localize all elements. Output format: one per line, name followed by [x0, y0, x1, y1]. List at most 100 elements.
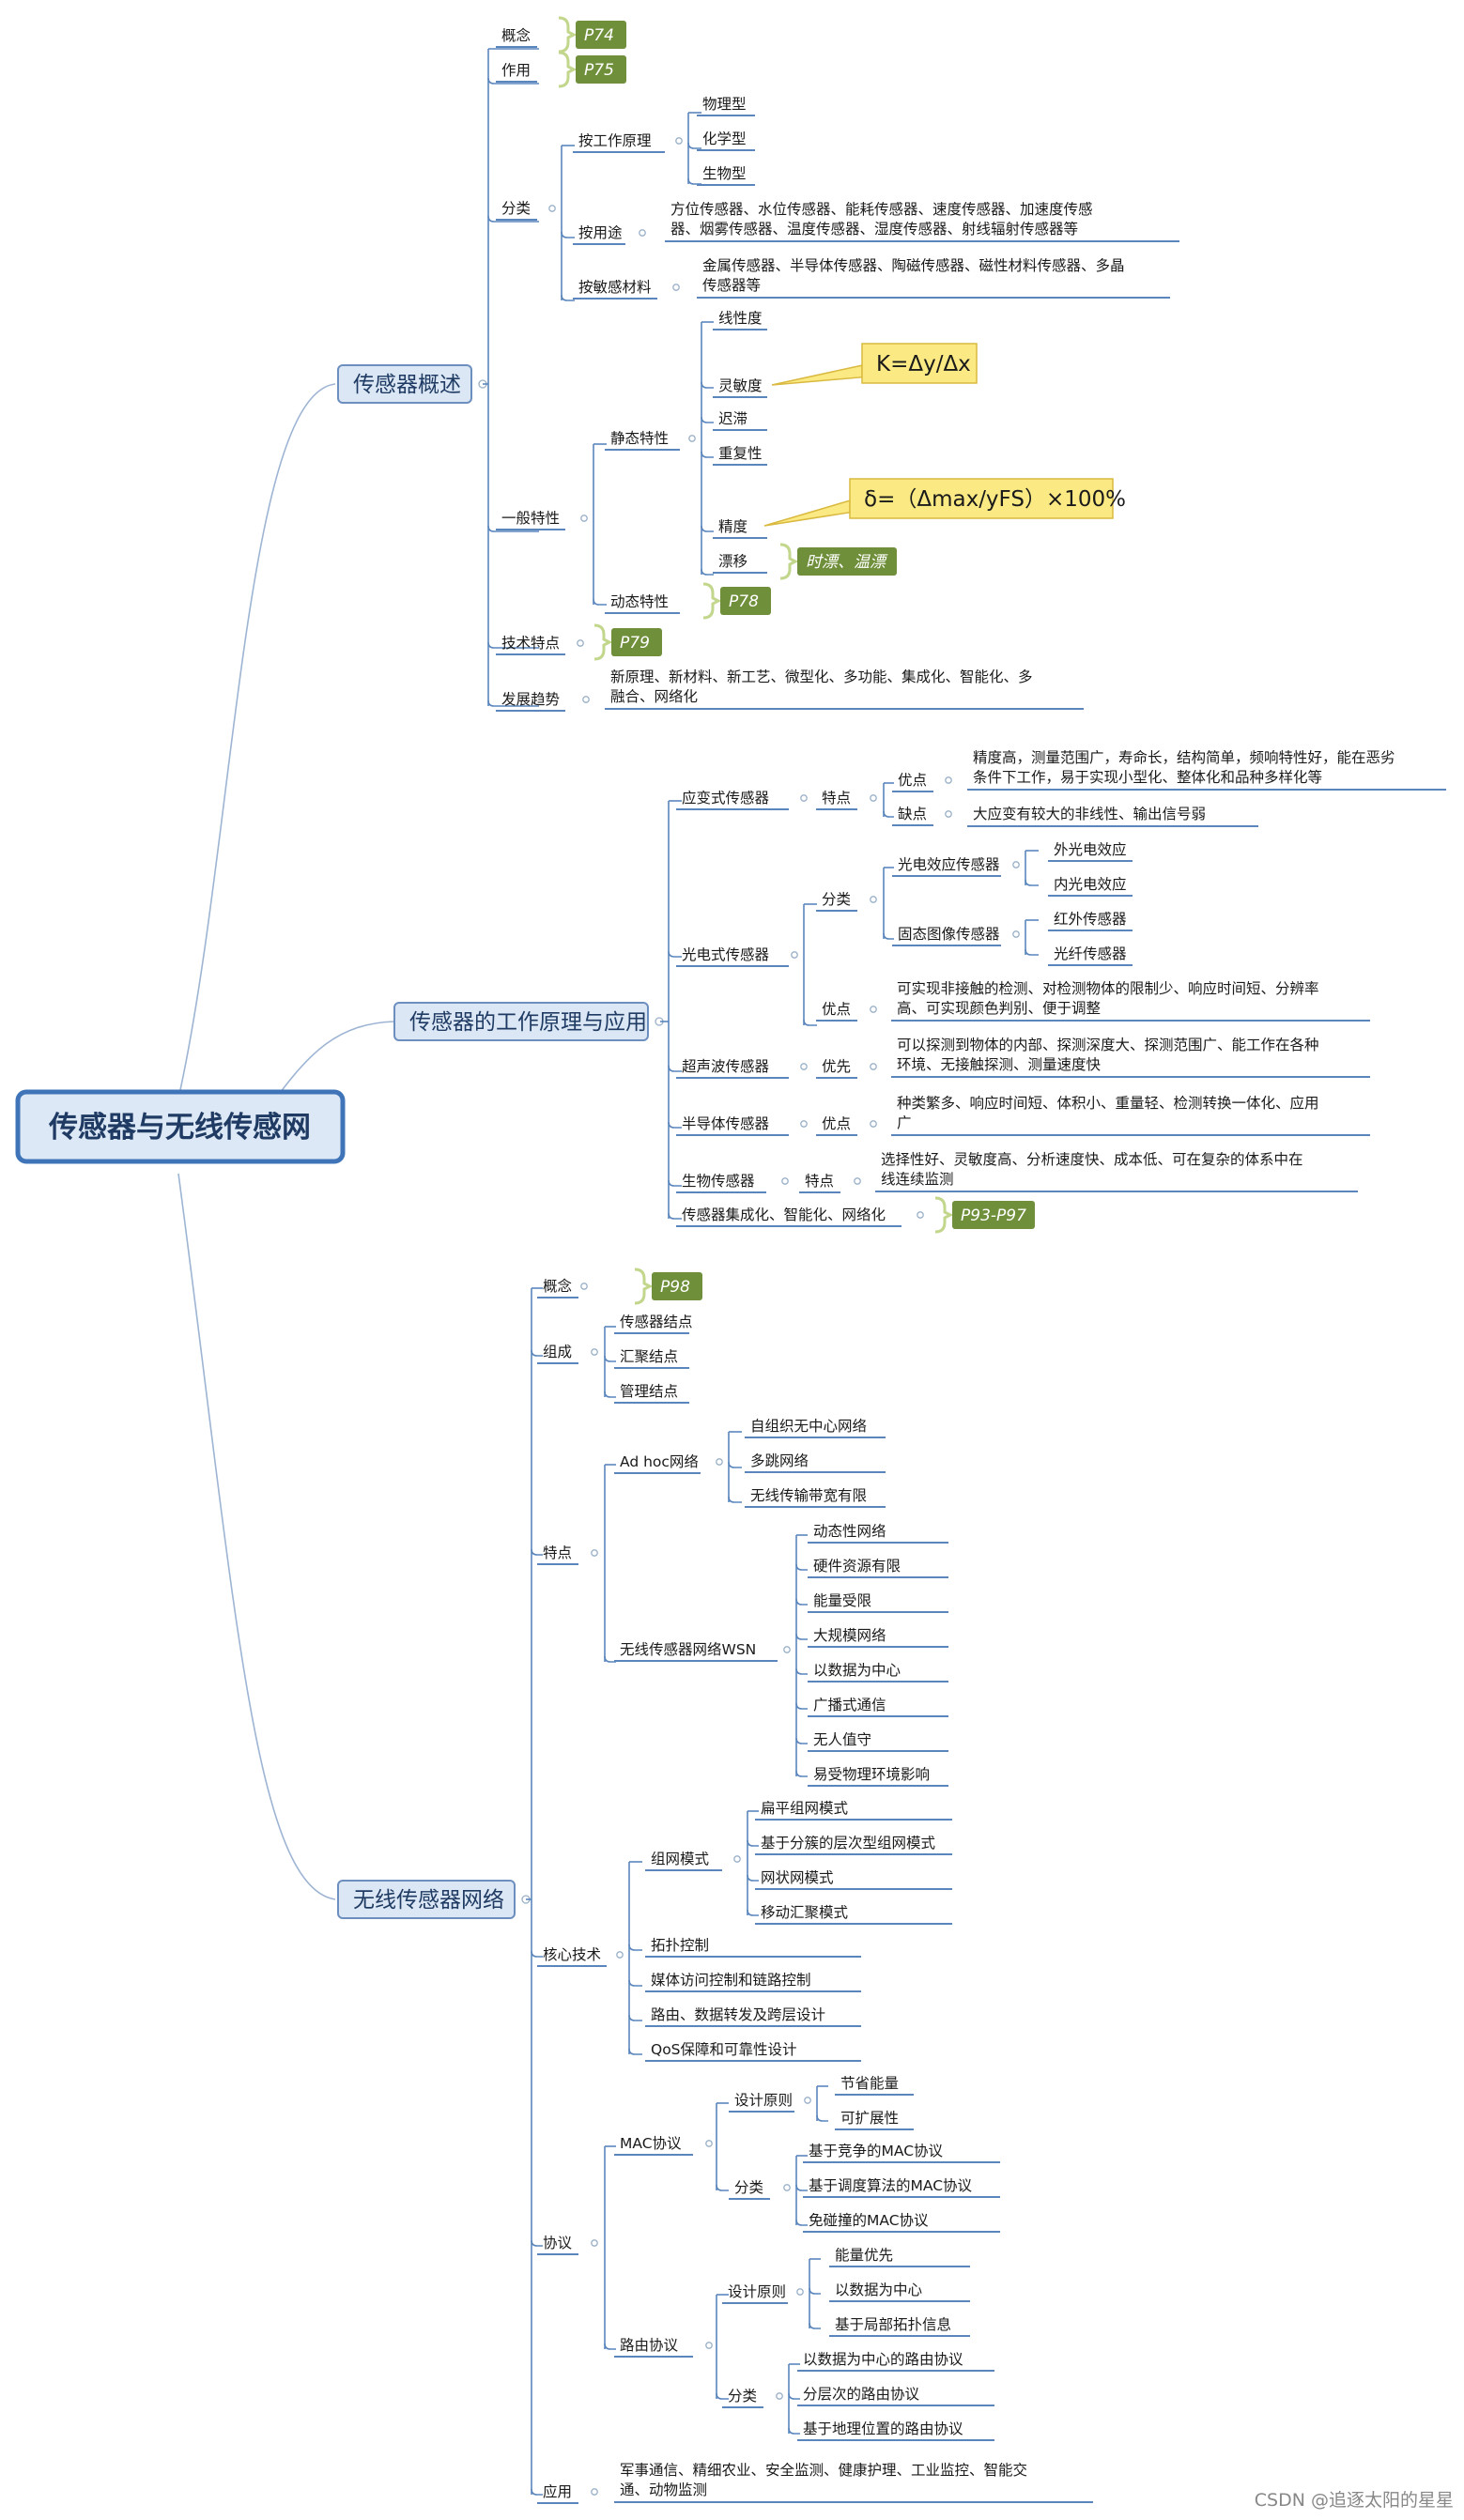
topic-branches-wsn-core-others-2[interactable]: 路由、数据转发及跨层设计: [645, 2006, 861, 2027]
topic-branches-principle-app-bio-label[interactable]: 生物传感器: [676, 1173, 789, 1193]
note-tag[interactable]: P75: [558, 51, 626, 88]
topic-branches-wsn-features-adhoc-items-0[interactable]: 自组织无中心网络: [745, 1418, 886, 1438]
topic-branches-wsn-protocol-mac-design-items-1[interactable]: 可扩展性: [835, 2110, 914, 2130]
topic-branches-wsn-features-wsn-label[interactable]: 无线传感器网络WSN: [614, 1641, 791, 1662]
topic-branches-wsn-protocol-routing-design-label[interactable]: 设计原则: [722, 2283, 804, 2304]
topic-branches-wsn-features-wsn-items-3[interactable]: 大规模网络: [808, 1627, 948, 1648]
note-tag[interactable]: P79: [593, 623, 662, 661]
topic-branches-wsn-composition-items-0[interactable]: 传感器结点: [614, 1314, 693, 1334]
topic-branches-principle-app-photo-pros-lines[interactable]: 可实现非接触的检测、对检测物体的限制少、响应时间短、分辨率高、可实现颜色判别、便…: [891, 979, 1370, 1022]
topic-branches-principle-app-ultrasonic-label[interactable]: 超声波传感器: [676, 1058, 808, 1079]
topic-branches-principle-app-strain-feature[interactable]: 特点: [816, 790, 877, 810]
topic-branches-wsn-composition-items-2[interactable]: 管理结点: [614, 1383, 689, 1404]
topic-branches-principle-app-photo-classify[interactable]: 分类: [816, 891, 877, 912]
topic-branches-wsn-features-wsn-items-4[interactable]: 以数据为中心: [808, 1662, 948, 1683]
collapse-toggle-icon[interactable]: [591, 1549, 598, 1557]
topic-branches-wsn-protocol-routing-classify-items-0[interactable]: 以数据为中心的路由协议: [797, 2351, 994, 2372]
main-topic-branches-principle-app-label[interactable]: 传感器的工作原理与应用: [393, 1002, 664, 1041]
collapse-toggle-icon[interactable]: [800, 1063, 808, 1070]
collapse-toggle-icon[interactable]: [854, 1177, 861, 1185]
collapse-toggle-icon[interactable]: [870, 1120, 877, 1128]
collapse-toggle-icon[interactable]: [705, 2342, 713, 2349]
formula-callout[interactable]: K=Δy/Δx: [771, 343, 978, 386]
topic-branches-wsn-protocol-routing-classify-items-1[interactable]: 分层次的路由协议: [797, 2386, 994, 2406]
topic-branches-overview-classification-principle-items-2[interactable]: 生物型: [697, 165, 755, 186]
collapse-toggle-icon[interactable]: [783, 2184, 791, 2191]
collapse-toggle-icon[interactable]: [945, 776, 952, 784]
topic-branches-principle-app-strain-pros-lines[interactable]: 精度高，测量范围广，寿命长，结构简单，频响特性好，能在恶劣条件下工作，易于实现小…: [967, 749, 1446, 791]
topic-branches-overview-trend-lines[interactable]: 新原理、新材料、新工艺、微型化、多功能、集成化、智能化、多融合、网络化: [605, 668, 1084, 710]
topic-branches-wsn-concept-label[interactable]: 概念: [537, 1277, 588, 1298]
topic-effect[interactable]: 作用: [496, 62, 537, 83]
topic-branches-wsn-protocol-mac-classify-items-0[interactable]: 基于竞争的MAC协议: [803, 2143, 1000, 2163]
topic-branches-principle-app-photo-pros-label[interactable]: 优点: [816, 1001, 877, 1022]
collapse-toggle-icon[interactable]: [800, 794, 808, 802]
topic-branches-principle-app-photo-image-sensor-label[interactable]: 固态图像传感器: [892, 926, 1020, 946]
main-topic-branches-wsn-label[interactable]: 无线传感器网络: [337, 1880, 531, 1919]
formula-callout[interactable]: δ=（Δmax/yFS）×100%: [763, 478, 1126, 527]
topic-branches-wsn-core-mode-items-2[interactable]: 网状网模式: [755, 1869, 952, 1890]
topic-branches-overview-classification-principle-label[interactable]: 按工作原理: [573, 132, 683, 153]
collapse-toggle-icon[interactable]: [580, 1283, 588, 1290]
topic-branches-wsn-protocol-mac-design-items-0[interactable]: 节省能量: [835, 2075, 914, 2096]
collapse-toggle-icon[interactable]: [577, 639, 584, 647]
topic-branches-wsn-features-wsn-items-2[interactable]: 能量受限: [808, 1592, 948, 1613]
collapse-toggle-icon[interactable]: [639, 229, 646, 237]
topic-branches-wsn-features-adhoc-items-1[interactable]: 多跳网络: [745, 1452, 886, 1473]
topic-branches-wsn-features-wsn-items-6[interactable]: 无人值守: [808, 1731, 948, 1752]
collapse-toggle-icon[interactable]: [870, 1063, 877, 1070]
collapse-toggle-icon[interactable]: [781, 1177, 789, 1185]
collapse-toggle-icon[interactable]: [783, 1646, 791, 1653]
collapse-toggle-icon[interactable]: [591, 2488, 598, 2496]
topic-branches-overview-general-static-label[interactable]: 静态特性: [605, 430, 696, 451]
collapse-toggle-icon[interactable]: [733, 1855, 741, 1863]
collapse-toggle-icon[interactable]: [870, 794, 877, 802]
topic-branches-wsn-core-label[interactable]: 核心技术: [537, 1946, 624, 1967]
collapse-toggle-icon[interactable]: [1012, 861, 1020, 868]
topic-branches-wsn-protocol-mac-label[interactable]: MAC协议: [614, 2135, 713, 2156]
topic-branches-principle-app-strain-pros-label[interactable]: 优点: [892, 772, 952, 792]
topic-branches-wsn-protocol-routing-design-items-1[interactable]: 以数据为中心: [829, 2282, 970, 2302]
collapse-toggle-icon[interactable]: [548, 205, 556, 212]
topic-branches-principle-app-bio-feature[interactable]: 特点: [799, 1173, 861, 1193]
topic-branches-principle-app-photo-effect-sensor-label[interactable]: 光电效应传感器: [892, 855, 1020, 877]
topic-branches-wsn-protocol-mac-classify-items-2[interactable]: 免碰撞的MAC协议: [803, 2212, 1000, 2233]
topic-branches-wsn-protocol-routing-design-items-2[interactable]: 基于局部拓扑信息: [829, 2316, 970, 2337]
topic-branches-wsn-features-wsn-items-1[interactable]: 硬件资源有限: [808, 1558, 948, 1578]
collapse-toggle-icon[interactable]: [582, 696, 590, 703]
collapse-toggle-icon[interactable]: [870, 1006, 877, 1013]
topic-branches-wsn-protocol-mac-design-label[interactable]: 设计原则: [729, 2092, 811, 2113]
root-topic[interactable]: 传感器与无线传感网: [15, 1089, 346, 1164]
topic-branches-wsn-core-mode-items-1[interactable]: 基于分簇的层次型组网模式: [755, 1835, 952, 1855]
topic-branches-wsn-features-wsn-items-0[interactable]: 动态性网络: [808, 1523, 948, 1544]
topic-branches-overview-classification-label[interactable]: 分类: [496, 200, 556, 221]
topic-concept[interactable]: 概念: [496, 26, 537, 48]
topic-branches-overview-general-static-items-sensitivity[interactable]: 灵敏度: [713, 377, 767, 398]
topic-branches-wsn-core-others-3[interactable]: QoS保障和可靠性设计: [645, 2041, 861, 2062]
topic-branches-principle-app-integration-label[interactable]: 传感器集成化、智能化、网络化: [676, 1206, 924, 1227]
collapse-toggle-icon[interactable]: [675, 137, 683, 145]
note-tag[interactable]: P78: [702, 582, 771, 620]
topic-branches-principle-app-semiconductor-lines[interactable]: 种类繁多、响应时间短、体积小、重量轻、检测转换一体化、应用广: [891, 1094, 1370, 1136]
topic-branches-overview-general-static-items-accuracy[interactable]: 精度: [713, 518, 767, 539]
topic-branches-wsn-features-wsn-items-5[interactable]: 广播式通信: [808, 1697, 948, 1717]
topic-branches-wsn-protocol-routing-classify-items-2[interactable]: 基于地理位置的路由协议: [797, 2420, 994, 2441]
topic-branches-overview-general-static-items-drift[interactable]: 漂移: [713, 553, 767, 574]
topic-branches-overview-general-static-items-hysteresis[interactable]: 迟滞: [713, 410, 767, 431]
collapse-toggle-icon[interactable]: [580, 515, 588, 522]
topic-branches-wsn-protocol-routing-classify-label[interactable]: 分类: [722, 2388, 783, 2408]
topic-branches-principle-app-photo-image-sensor-items-1[interactable]: 光纤传感器: [1048, 945, 1133, 966]
topic-branches-overview-general-label[interactable]: 一般特性: [496, 510, 588, 530]
topic-branches-principle-app-ultrasonic-lines[interactable]: 可以探测到物体的内部、探测深度大、探测范围广、能工作在各种环境、无接触探测、测量…: [891, 1037, 1370, 1078]
main-topic-branches-overview-label[interactable]: 传感器概述: [337, 364, 487, 404]
collapse-toggle-icon[interactable]: [591, 1348, 598, 1356]
topic-branches-overview-tech-label[interactable]: 技术特点: [496, 635, 584, 655]
collapse-toggle-icon[interactable]: [1012, 930, 1020, 938]
collapse-toggle-icon[interactable]: [917, 1211, 924, 1219]
topic-branches-wsn-protocol-label[interactable]: 协议: [537, 2235, 598, 2255]
topic-branches-principle-app-photo-label[interactable]: 光电式传感器: [676, 946, 798, 967]
topic-branches-wsn-protocol-mac-classify-label[interactable]: 分类: [729, 2179, 791, 2200]
topic-branches-overview-classification-material-label[interactable]: 按敏感材料: [573, 279, 680, 300]
